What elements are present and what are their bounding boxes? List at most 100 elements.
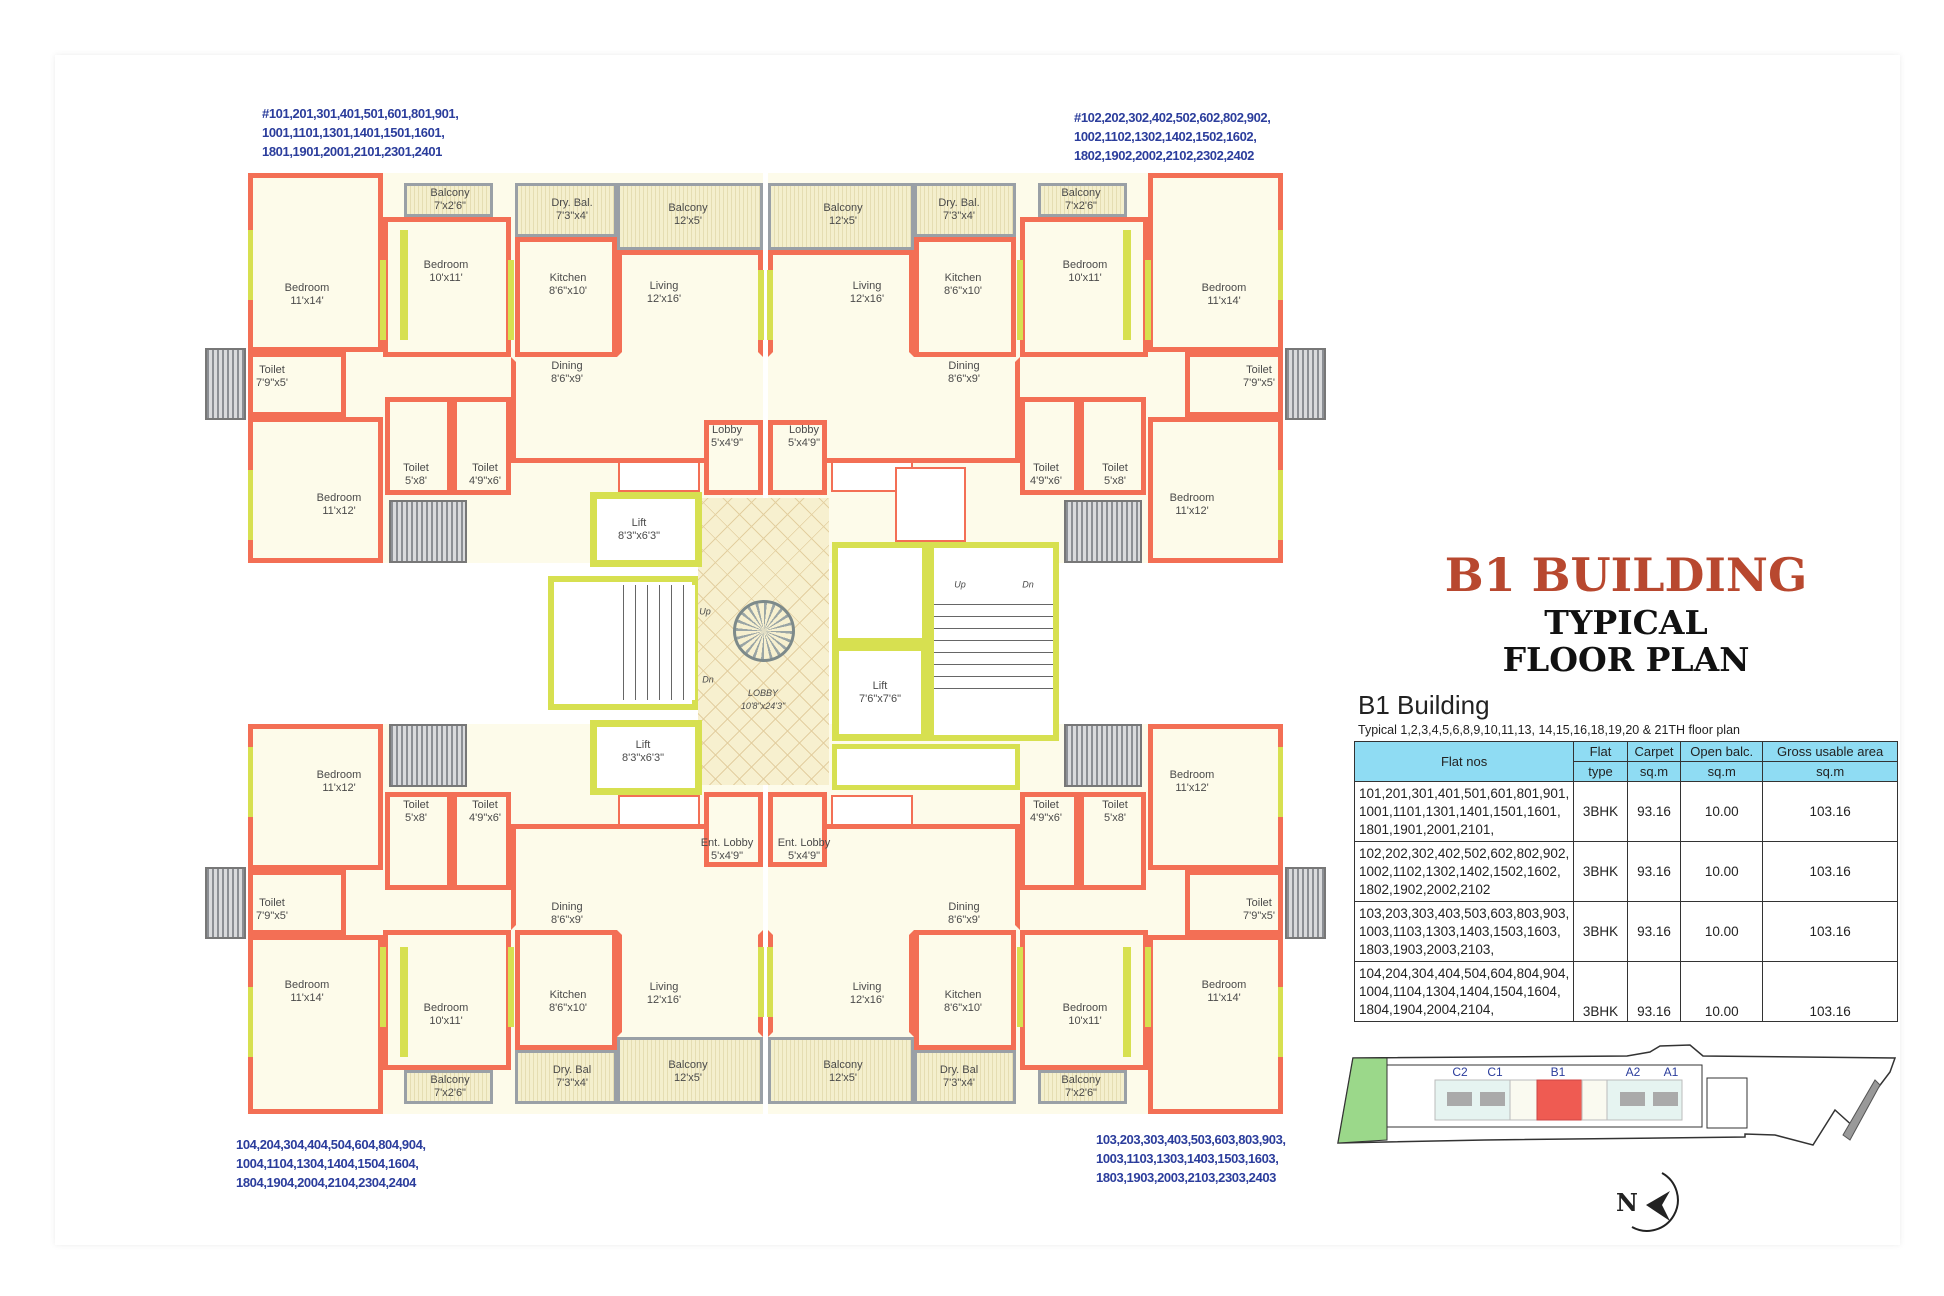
service-void-bottom-right (832, 744, 1020, 790)
window-bottom-left (400, 947, 408, 1057)
type-cell: 3BHK (1573, 901, 1628, 962)
table-header-row: Flat nos Flat Carpet Open balc. Gross us… (1353, 741, 1898, 782)
toilet-common-label-name: Toilet (1102, 799, 1128, 811)
living-label-size: 12'x16' (849, 293, 885, 305)
bedroom-second-label-size: 10'x11' (429, 272, 463, 284)
type-cell: 3BHK (1573, 841, 1628, 902)
bedroom-second-label-size: 10'x11' (1068, 272, 1102, 284)
balcony-living-label-size: 12'x5' (673, 1072, 703, 1084)
living-label-size: 12'x16' (849, 994, 885, 1006)
window-top-left (248, 230, 253, 300)
window-top-right (1017, 260, 1023, 340)
compass-ring (1631, 1172, 1679, 1232)
flat-nos-line: 1003,1103,1303,1403,1503,1603, (1359, 923, 1561, 939)
kitchen-label-size: 8'6"x10' (548, 1002, 588, 1014)
window-top-left (380, 260, 386, 340)
right-lobby-box (832, 542, 928, 644)
dry-balcony-label-name: Dry. Bal (939, 1064, 979, 1076)
window-top-left (400, 230, 408, 340)
toilet-small-top-left (452, 397, 511, 495)
table-row: 103,203,303,403,503,603,803,903,1003,110… (1353, 901, 1898, 962)
unit-numbers-bottom-left: 104,204,304,404,504,604,804,904, 1004,11… (236, 1135, 426, 1192)
balcony-small-label-size: 7'x2'6" (434, 1087, 466, 1099)
toilet-common-bottom-right (1079, 792, 1146, 890)
living-top-right (768, 250, 914, 357)
header-open-balc: Open balc. (1680, 741, 1764, 762)
bedroom-third-label-size: 11'x12' (1175, 505, 1209, 517)
type-cell: 3BHK (1573, 781, 1628, 842)
lobby-label-name: LOBBY (747, 688, 779, 698)
header-open-balc-unit: sq.m (1680, 761, 1764, 782)
lobby-floor-medallion (733, 600, 795, 662)
window-bottom-right (1278, 987, 1283, 1057)
toilet-small-label-name: Toilet (472, 799, 498, 811)
kitchen-top-right (914, 237, 1016, 357)
living-label-size: 12'x16' (646, 293, 682, 305)
flat-nos-cell: 102,202,302,402,502,602,802,902,1002,110… (1353, 841, 1575, 902)
central-lobby (698, 498, 829, 785)
bedroom-third-bottom-right (1148, 724, 1283, 870)
dry-balcony-label-size: 7'3"x4' (943, 210, 975, 222)
dining-label-size: 8'6"x9' (551, 914, 583, 926)
toilet-master-label-name: Toilet (259, 897, 285, 909)
dry-balcony-label-name: Dry. Bal. (551, 197, 593, 209)
left-stair-treads (612, 585, 695, 700)
duct-bottom-left (205, 867, 246, 939)
north-label: N (1616, 1188, 1638, 1217)
balcony-small-label-size: 7'x2'6" (1065, 1087, 1097, 1099)
flat-nos-line: 1002,1102,1302,1402,1502,1602, (1359, 863, 1561, 879)
dry-balcony-label-name: Dry. Bal. (938, 197, 980, 209)
dry-balcony-label-size: 7'3"x4' (556, 210, 588, 222)
bedroom-third-label-name: Bedroom (316, 492, 362, 504)
key-plan: C2 C1 B1 A2 A1 (1337, 1044, 1897, 1146)
lobby-label-name: Ent. Lobby (777, 837, 831, 849)
building-title: B1 BUILDING (1444, 548, 1808, 602)
carpet-cell: 93.16 (1626, 781, 1682, 842)
ramp (1842, 1079, 1881, 1141)
unit-numbers-line: #102,202,302,402,502,602,802,902, (1074, 110, 1271, 125)
kitchen-label-size: 8'6"x10' (943, 285, 983, 297)
title-typical: TYPICAL (1544, 603, 1708, 642)
lift-bottom-label-name: Lift (635, 739, 651, 751)
toilet-common-label-name: Toilet (1102, 462, 1128, 474)
lift-top-left (590, 492, 702, 567)
window-bottom-left (248, 747, 253, 817)
window-top-right (767, 270, 773, 340)
dining-label-name: Dining (551, 901, 583, 913)
lobby-label-name: Ent. Lobby (700, 837, 754, 849)
bedroom-second-label-size: 10'x11' (429, 1015, 463, 1027)
window-top-left (248, 470, 253, 540)
window-bottom-left (380, 947, 386, 1027)
dry-balcony-label: Dry. Bal.7'3"x4' (551, 197, 592, 223)
right-stair-treads (934, 600, 1053, 700)
dining-label-size: 8'6"x9' (948, 914, 980, 926)
table-row: 104,204,304,404,504,604,804,904,1004,110… (1353, 961, 1898, 1022)
bedroom-third-label-size: 11'x12' (1175, 782, 1209, 794)
living-label-name: Living (649, 280, 679, 292)
header-flat-nos: Flat nos (1353, 741, 1575, 782)
lobby-label-name: Lobby (712, 424, 742, 436)
table-row: 102,202,302,402,502,602,802,902,1002,110… (1353, 841, 1898, 902)
balcony-living-top-left (617, 183, 763, 250)
lobby-label-size: 5'x4'9" (788, 850, 820, 862)
dry-balcony-bottom-right (914, 1050, 1016, 1104)
dining-label-name: Dining (551, 360, 583, 372)
